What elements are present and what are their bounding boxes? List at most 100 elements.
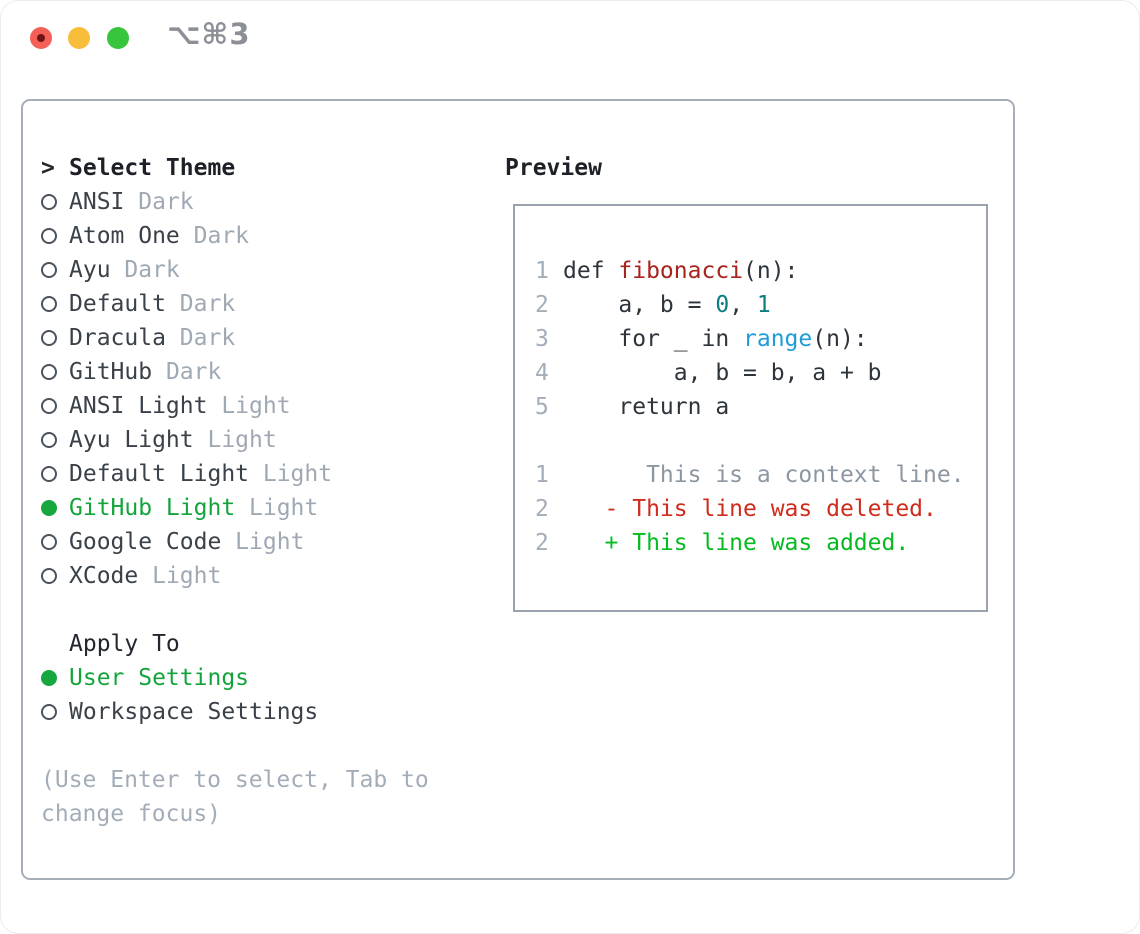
- theme-option-google-code[interactable]: Google Code Light: [41, 525, 429, 559]
- code-segment-number: 1: [756, 292, 771, 318]
- code-line: 4 a, b = b, a + b: [535, 356, 986, 390]
- diff-line: 2 - This line was deleted.: [535, 492, 986, 526]
- theme-variant: Dark: [124, 189, 194, 215]
- theme-variant: Light: [221, 529, 305, 555]
- code-segment-plain: a, b = b, a + b: [563, 360, 882, 386]
- diff-sample: 1 This is a context line.2 - This line w…: [535, 458, 986, 560]
- line-number: 1: [535, 258, 549, 284]
- select-theme-title: Select Theme: [69, 155, 236, 181]
- radio-off-icon: [41, 568, 69, 584]
- theme-option-atom-one[interactable]: Atom One Dark: [41, 219, 429, 253]
- zoom-button[interactable]: [107, 27, 129, 49]
- theme-option-ayu-light[interactable]: Ayu Light Light: [41, 423, 429, 457]
- theme-variant: Light: [235, 495, 319, 521]
- preview-header-area: Preview: [505, 151, 602, 185]
- radio-off-icon: [41, 330, 69, 346]
- prompt-icon: >: [41, 155, 55, 181]
- theme-name: GitHub: [69, 359, 153, 385]
- theme-name: Ayu: [69, 257, 111, 283]
- apply-to-header: Apply To: [41, 627, 429, 661]
- apply-option-user-settings[interactable]: User Settings: [41, 661, 429, 695]
- line-number: 2: [535, 292, 549, 318]
- theme-name: GitHub Light: [69, 495, 236, 521]
- theme-name: Default: [69, 291, 166, 317]
- diff-line: 1 This is a context line.: [535, 458, 986, 492]
- radio-off-icon: [41, 466, 69, 482]
- theme-option-github-light[interactable]: GitHub Light Light: [41, 491, 429, 525]
- apply-option-workspace-settings[interactable]: Workspace Settings: [41, 695, 429, 729]
- theme-variant: Dark: [165, 291, 236, 317]
- line-number: 3: [535, 326, 549, 352]
- minimize-button[interactable]: [68, 27, 90, 49]
- code-segment-plain: (n):: [812, 326, 868, 352]
- spacer: [41, 593, 429, 627]
- theme-name: ANSI Light: [69, 393, 208, 419]
- line-number: 2: [535, 530, 549, 556]
- theme-option-xcode[interactable]: XCode Light: [41, 559, 429, 593]
- hint-line-1: (Use Enter to select, Tab to: [41, 767, 429, 793]
- line-number: 5: [535, 394, 549, 420]
- radio-off-icon: [41, 194, 69, 210]
- line-number: 2: [535, 496, 549, 522]
- theme-option-default-light[interactable]: Default Light Light: [41, 457, 429, 491]
- code-line: 2 a, b = 0, 1: [535, 288, 986, 322]
- radio-off-icon: [41, 364, 69, 380]
- theme-option-default[interactable]: Default Dark: [41, 287, 429, 321]
- code-segment-plain: (n):: [743, 258, 799, 284]
- code-line: 5 return a: [535, 390, 986, 424]
- line-number: 4: [535, 360, 549, 386]
- radio-off-icon: [41, 296, 69, 312]
- radio-off-icon: [41, 432, 69, 448]
- radio-off-icon: [41, 398, 69, 414]
- theme-option-ansi-light[interactable]: ANSI Light Light: [41, 389, 429, 423]
- window-shortcut-label: ⌥⌘3: [167, 17, 251, 51]
- code-segment-added: + This line was added.: [563, 530, 910, 556]
- apply-option-label: User Settings: [69, 665, 250, 691]
- code-segment-context: This is a context line.: [563, 462, 965, 488]
- theme-name: ANSI: [69, 189, 125, 215]
- theme-name: Default Light: [69, 461, 250, 487]
- apply-to-title: Apply To: [69, 631, 180, 657]
- diff-line: 2 + This line was added.: [535, 526, 986, 560]
- theme-option-ayu[interactable]: Ayu Dark: [41, 253, 429, 287]
- code-segment-number: 0: [715, 292, 730, 318]
- theme-name: XCode: [69, 563, 139, 589]
- theme-variant: Dark: [179, 223, 250, 249]
- radio-on-icon: [41, 670, 69, 686]
- theme-name: Google Code: [69, 529, 222, 555]
- select-theme-header: > Select Theme: [41, 151, 429, 185]
- theme-option-ansi[interactable]: ANSI Dark: [41, 185, 429, 219]
- theme-variant: Dark: [152, 359, 222, 385]
- theme-option-github[interactable]: GitHub Dark: [41, 355, 429, 389]
- theme-variant: Light: [138, 563, 222, 589]
- radio-off-icon: [41, 704, 69, 720]
- titlebar: ⌥⌘3: [1, 1, 1139, 71]
- theme-variant: Light: [193, 427, 277, 453]
- code-segment-builtin: range: [743, 326, 813, 352]
- apply-option-label: Workspace Settings: [69, 699, 319, 725]
- close-button[interactable]: [30, 27, 52, 49]
- theme-variant: Light: [249, 461, 333, 487]
- code-segment-func: fibonacci: [618, 258, 744, 284]
- line-number: 1: [535, 462, 549, 488]
- theme-name: Atom One: [69, 223, 180, 249]
- theme-option-dracula[interactable]: Dracula Dark: [41, 321, 429, 355]
- preview-title: Preview: [505, 155, 602, 181]
- code-segment-plain: a, b =: [563, 292, 716, 318]
- theme-variant: Light: [207, 393, 291, 419]
- code-segment-deleted: - This line was deleted.: [563, 496, 937, 522]
- radio-off-icon: [41, 534, 69, 550]
- theme-variant: Dark: [165, 325, 236, 351]
- radio-off-icon: [41, 262, 69, 278]
- theme-name: Dracula: [69, 325, 166, 351]
- spacer: [41, 729, 429, 763]
- radio-on-icon: [41, 500, 69, 516]
- code-segment-plain: for _ in: [563, 326, 744, 352]
- code-segment-plain: return a: [563, 394, 730, 420]
